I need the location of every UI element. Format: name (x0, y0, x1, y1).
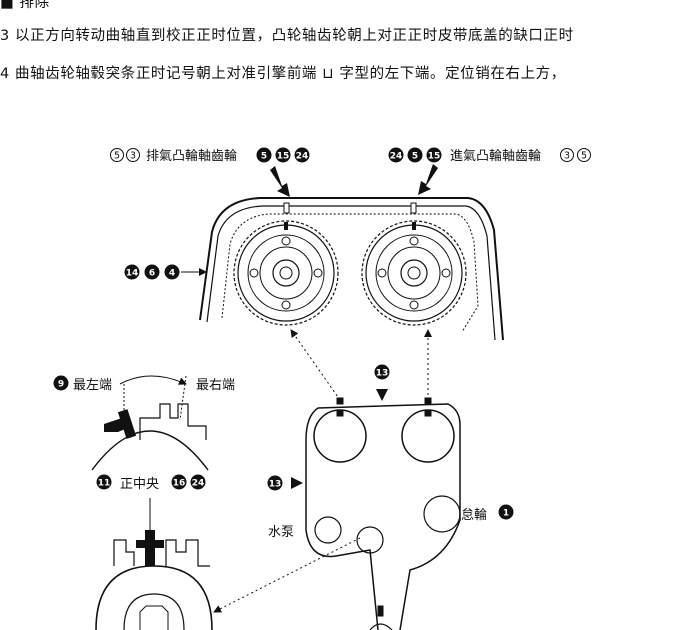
intake-cam-gear (361, 220, 467, 326)
instruction-step-4: 4 曲轴齿轮轴毂突条正时记号朝上对准引擎前端 ⊔ 字型的左下端。定位销在右上方， (0, 66, 566, 82)
ref-circle: 6 (149, 269, 155, 279)
exhaust-cam-gear-label: 排氣凸輪軸齒輪 (146, 148, 237, 164)
belt-ref-left: 13 (267, 475, 303, 491)
belt-cover (199, 197, 504, 341)
dotted-connectors (213, 329, 432, 613)
exhaust-cam-label-group: 5 3 排氣凸輪軸齒輪 5 15 24 (110, 147, 310, 164)
ref-circle: 24 (192, 479, 205, 489)
instruction-step-3: 3 以正方向转动曲轴直到校正正时位置，凸轮轴齿轮朝上对正正时皮带底盖的缺口正时 (0, 28, 574, 44)
notch-arrows (270, 164, 438, 197)
ref-circle: 14 (126, 269, 139, 279)
exhaust-cam-gear (233, 220, 339, 326)
idler-ref-circle (498, 504, 514, 520)
ref-circle: 5 (581, 151, 587, 162)
ref-circle: 11 (98, 479, 111, 489)
ref-circle: 5 (412, 152, 418, 162)
ref-circle: 1 (503, 509, 509, 519)
ref-circle: 13 (269, 480, 282, 490)
timing-belt-schematic (305, 397, 461, 630)
cover-ref-group: 14 6 4 (124, 264, 207, 280)
ref-circle: 4 (169, 269, 175, 279)
ref-circle: 24 (390, 152, 403, 162)
ref-circle: 24 (296, 152, 309, 162)
center-label: 正中央 (120, 477, 159, 492)
ref-circle: 5 (261, 152, 267, 162)
section-heading: ■ 排除 (0, 0, 50, 11)
rightmost-label: 最右端 (196, 378, 235, 393)
ref-circle: 13 (376, 369, 389, 379)
intake-cam-gear-label: 進氣凸輪軸齒輪 (450, 148, 541, 164)
center-label-group: 11 正中央 16 24 (96, 474, 206, 492)
ref-circle: 3 (130, 151, 136, 162)
crank-pulley-range-detail: 9 最左端 最右端 (53, 375, 235, 471)
crank-pulley-center-detail (95, 498, 213, 630)
water-pump-label: 水泵 (268, 525, 294, 540)
idler-label: 怠輪 (461, 507, 487, 523)
ref-circle: 5 (114, 151, 120, 162)
intake-cam-label-group: 24 5 15 進氣凸輪軸齒輪 3 5 (388, 147, 591, 164)
ref-circle: 16 (173, 479, 186, 489)
ref-circle: 15 (428, 152, 441, 162)
ref-circle: 15 (277, 152, 290, 162)
ref-circle: 9 (58, 380, 64, 390)
ref-circle: 3 (564, 151, 570, 162)
belt-ref-top: 13 (374, 364, 390, 401)
leftmost-label: 最左端 (73, 378, 112, 393)
